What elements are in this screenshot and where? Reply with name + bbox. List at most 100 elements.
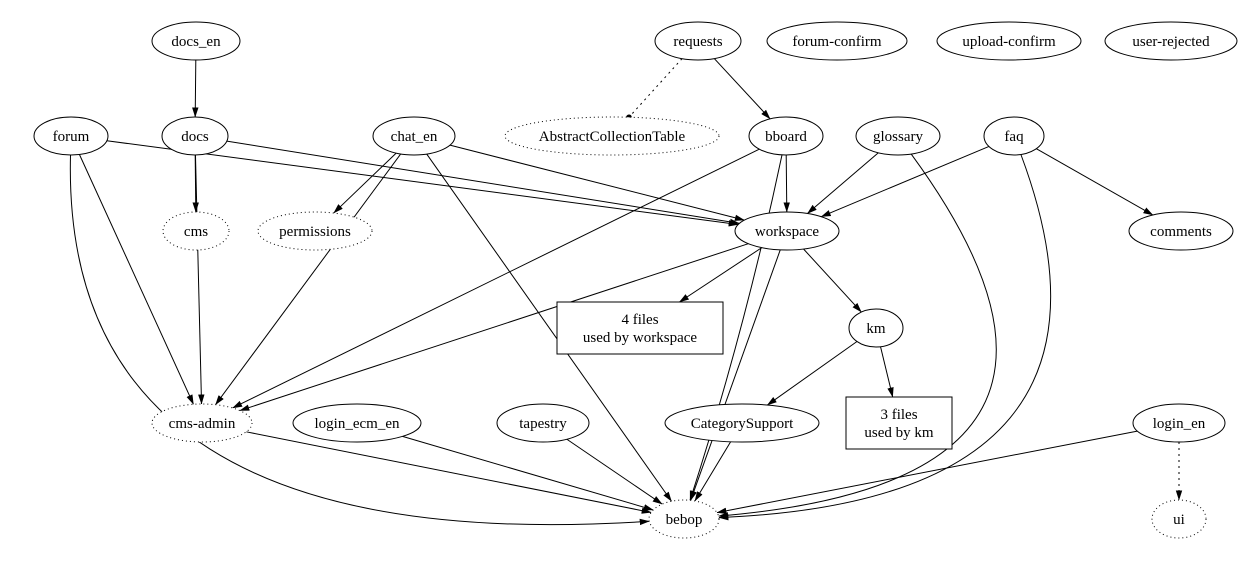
- node-docs-en: docs_en: [151, 21, 241, 61]
- edge-faq-to-workspace: [820, 146, 990, 218]
- label-bebop: bebop: [666, 512, 703, 528]
- label-bboard: bboard: [765, 129, 807, 145]
- edge-workspace-to-four-files: [678, 247, 763, 303]
- node-upload-confirm: upload-confirm: [936, 21, 1082, 61]
- edge-chat-en-to-workspace: [449, 144, 745, 221]
- label-ui: ui: [1173, 512, 1185, 528]
- label-user-rejected: user-rejected: [1132, 34, 1210, 50]
- node-chat-en: chat_en: [372, 116, 456, 156]
- label-cms-admin: cms-admin: [169, 416, 236, 432]
- edge-glossary-to-bebop: [718, 153, 997, 519]
- label-forum-confirm: forum-confirm: [792, 34, 881, 50]
- edge-km-to-category-support: [766, 341, 858, 406]
- edge-forum-to-workspace: [106, 140, 739, 227]
- edge-chat-en-to-bebop: [426, 153, 672, 502]
- ellipse-upload-confirm: [936, 21, 1082, 61]
- label-tapestry: tapestry: [519, 416, 567, 432]
- node-three-files: 3 files used by km: [845, 396, 953, 450]
- label-docs: docs: [181, 129, 209, 145]
- label-requests: requests: [673, 34, 722, 50]
- label-abstract-collection-table: AbstractCollectionTable: [539, 129, 686, 145]
- edge-docs-to-cms-admin: [194, 154, 205, 405]
- label-permissions: permissions: [279, 224, 351, 240]
- edge-bboard-to-workspace: [783, 154, 790, 213]
- edge-km-to-three-files: [880, 346, 894, 398]
- ellipse-cms-admin: [151, 403, 253, 443]
- node-comments: comments: [1128, 211, 1234, 251]
- edge-glossary-to-workspace: [807, 152, 879, 214]
- ellipse-km: [848, 308, 904, 348]
- label-login-ecm-en: login_ecm_en: [315, 416, 400, 432]
- edge-docs-to-workspace: [226, 140, 740, 226]
- edge-category-support-to-bebop: [694, 441, 732, 502]
- edge-workspace-to-km: [803, 248, 862, 313]
- node-cms: cms: [162, 211, 230, 251]
- ellipse-permissions: [257, 211, 373, 251]
- edge-requests-to-abstract-collection-table: [626, 58, 683, 121]
- node-docs: docs: [161, 116, 229, 156]
- label-workspace: workspace: [755, 224, 819, 240]
- label-km: km: [866, 321, 886, 337]
- edge-faq-to-comments: [1036, 148, 1154, 216]
- edge-requests-to-bboard: [713, 58, 771, 120]
- label-four-files-line1: 4 files: [621, 312, 658, 328]
- label-glossary: glossary: [873, 129, 923, 145]
- node-cms-admin: cms-admin: [151, 403, 253, 443]
- node-bboard: bboard: [748, 116, 824, 156]
- node-bebop: bebop: [648, 499, 720, 539]
- box-three-files: [845, 396, 953, 450]
- ellipse-docs: [161, 116, 229, 156]
- node-forum: forum: [33, 116, 109, 156]
- ellipse-bboard: [748, 116, 824, 156]
- ellipse-chat-en: [372, 116, 456, 156]
- label-four-files-line2: used by workspace: [583, 330, 697, 346]
- edge-workspace-to-bebop: [690, 249, 781, 501]
- node-login-ecm-en: login_ecm_en: [292, 403, 422, 443]
- ellipse-comments: [1128, 211, 1234, 251]
- node-four-files: 4 files used by workspace: [556, 301, 724, 355]
- ellipse-faq: [983, 116, 1045, 156]
- node-glossary: glossary: [855, 116, 941, 156]
- edge-faq-to-bebop: [718, 154, 1052, 521]
- node-tapestry: tapestry: [496, 403, 590, 443]
- label-forum: forum: [53, 129, 90, 145]
- label-three-files-line1: 3 files: [880, 407, 917, 423]
- ellipse-user-rejected: [1104, 21, 1238, 61]
- node-faq: faq: [983, 116, 1045, 156]
- label-login-en: login_en: [1153, 416, 1206, 432]
- node-forum-confirm: forum-confirm: [766, 21, 908, 61]
- edge-login-ecm-en-to-bebop: [402, 435, 654, 511]
- edge-forum-to-cms-admin: [78, 154, 194, 405]
- ellipse-forum: [33, 116, 109, 156]
- node-permissions: permissions: [257, 211, 373, 251]
- node-ui: ui: [1151, 499, 1207, 539]
- edge-bboard-to-bebop: [689, 154, 783, 501]
- edge-workspace-to-cms-admin: [239, 243, 749, 412]
- edge-chat-en-to-cms-admin: [215, 153, 402, 406]
- ellipse-requests: [654, 21, 742, 61]
- ellipse-abstract-collection-table: [504, 116, 720, 156]
- node-category-support: CategorySupport: [664, 403, 820, 443]
- label-cms: cms: [184, 224, 208, 240]
- label-category-support: CategorySupport: [691, 416, 794, 432]
- label-docs-en: docs_en: [171, 34, 221, 50]
- label-three-files-line2: used by km: [864, 425, 933, 441]
- edge-forum-to-bebop: [69, 154, 650, 526]
- node-abstract-collection-table: AbstractCollectionTable: [504, 116, 720, 156]
- edge-login-en-to-bebop: [716, 430, 1138, 514]
- node-login-en: login_en: [1132, 403, 1226, 443]
- edge-chat-en-to-permissions: [333, 152, 397, 214]
- edge-tapestry-to-bebop: [566, 438, 663, 505]
- ellipse-workspace: [734, 211, 840, 251]
- label-faq: faq: [1004, 129, 1024, 145]
- ellipse-glossary: [855, 116, 941, 156]
- ellipse-docs-en: [151, 21, 241, 61]
- ellipse-ui: [1151, 499, 1207, 539]
- node-km: km: [848, 308, 904, 348]
- ellipse-category-support: [664, 403, 820, 443]
- ellipse-login-en: [1132, 403, 1226, 443]
- node-user-rejected: user-rejected: [1104, 21, 1238, 61]
- ellipse-login-ecm-en: [292, 403, 422, 443]
